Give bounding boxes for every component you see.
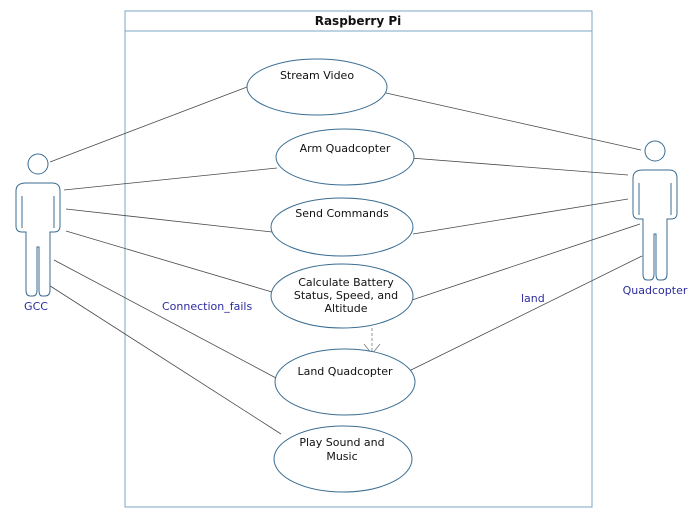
edge-gcc-play-sound xyxy=(43,281,282,435)
use-case-land-quadcopter-label: Land Quadcopter xyxy=(297,365,393,378)
use-case-stream-video-ellipse[interactable] xyxy=(246,58,388,116)
use-case-calculate-battery[interactable]: Calculate Battery Status, Speed, and Alt… xyxy=(270,263,414,329)
use-case-calculate-battery-ellipse[interactable] xyxy=(270,263,414,329)
edge-quadcopter-arm-quadcopter xyxy=(384,155,629,176)
actor-quadcopter-body xyxy=(632,169,678,281)
edge-quadcopter-land-quadcopter xyxy=(408,255,643,372)
system-title: Raspberry Pi xyxy=(315,14,402,28)
use-case-send-commands-label: Send Commands xyxy=(295,207,389,220)
actor-gcc-label: GCC xyxy=(24,300,48,313)
actor-quadcopter[interactable] xyxy=(632,140,678,281)
associations xyxy=(43,86,643,435)
use-case-play-sound-line-1: Play Sound and xyxy=(299,436,384,449)
edge-gcc-land-quadcopter xyxy=(53,259,277,379)
use-case-play-sound-line-2: Music xyxy=(326,450,357,463)
edge-label-land: land xyxy=(521,292,545,305)
use-case-land-quadcopter-ellipse[interactable] xyxy=(274,348,416,416)
actor-gcc[interactable] xyxy=(15,153,61,297)
edge-quadcopter-send-commands xyxy=(412,198,629,235)
actor-quadcopter-head xyxy=(644,140,666,162)
use-case-play-sound[interactable]: Play Sound and Music xyxy=(273,425,413,493)
use-case-stream-video-label: Stream Video xyxy=(280,69,354,82)
actor-gcc-body xyxy=(15,182,61,297)
edge-label-connection-fails: Connection_fails xyxy=(162,300,252,313)
use-case-calculate-battery-line-2: Status, Speed, and xyxy=(294,289,398,302)
use-case-send-commands-ellipse[interactable] xyxy=(270,197,414,257)
use-case-stream-video[interactable]: Stream Video xyxy=(246,58,388,116)
use-case-arm-quadcopter-ellipse[interactable] xyxy=(275,128,415,186)
actor-gcc-head xyxy=(27,153,49,175)
edge-gcc-send-commands xyxy=(65,208,273,233)
edge-gcc-calculate-battery xyxy=(65,230,273,293)
use-case-calculate-battery-line-1: Calculate Battery xyxy=(298,276,394,289)
system-title-bar xyxy=(124,10,593,32)
use-case-calculate-battery-line-3: Altitude xyxy=(325,302,368,315)
edge-quadcopter-calculate-battery xyxy=(408,223,641,302)
edge-quadcopter-stream-video xyxy=(385,92,642,151)
use-case-arm-quadcopter[interactable]: Arm Quadcopter xyxy=(275,128,415,186)
use-case-land-quadcopter[interactable]: Land Quadcopter xyxy=(274,348,416,416)
use-case-arm-quadcopter-label: Arm Quadcopter xyxy=(300,142,391,155)
edge-gcc-stream-video xyxy=(49,86,248,163)
actor-quadcopter-label: Quadcopter xyxy=(623,284,688,297)
use-case-send-commands[interactable]: Send Commands xyxy=(270,197,414,257)
use-case-play-sound-ellipse[interactable] xyxy=(273,425,413,493)
edge-gcc-arm-quadcopter xyxy=(63,167,278,191)
